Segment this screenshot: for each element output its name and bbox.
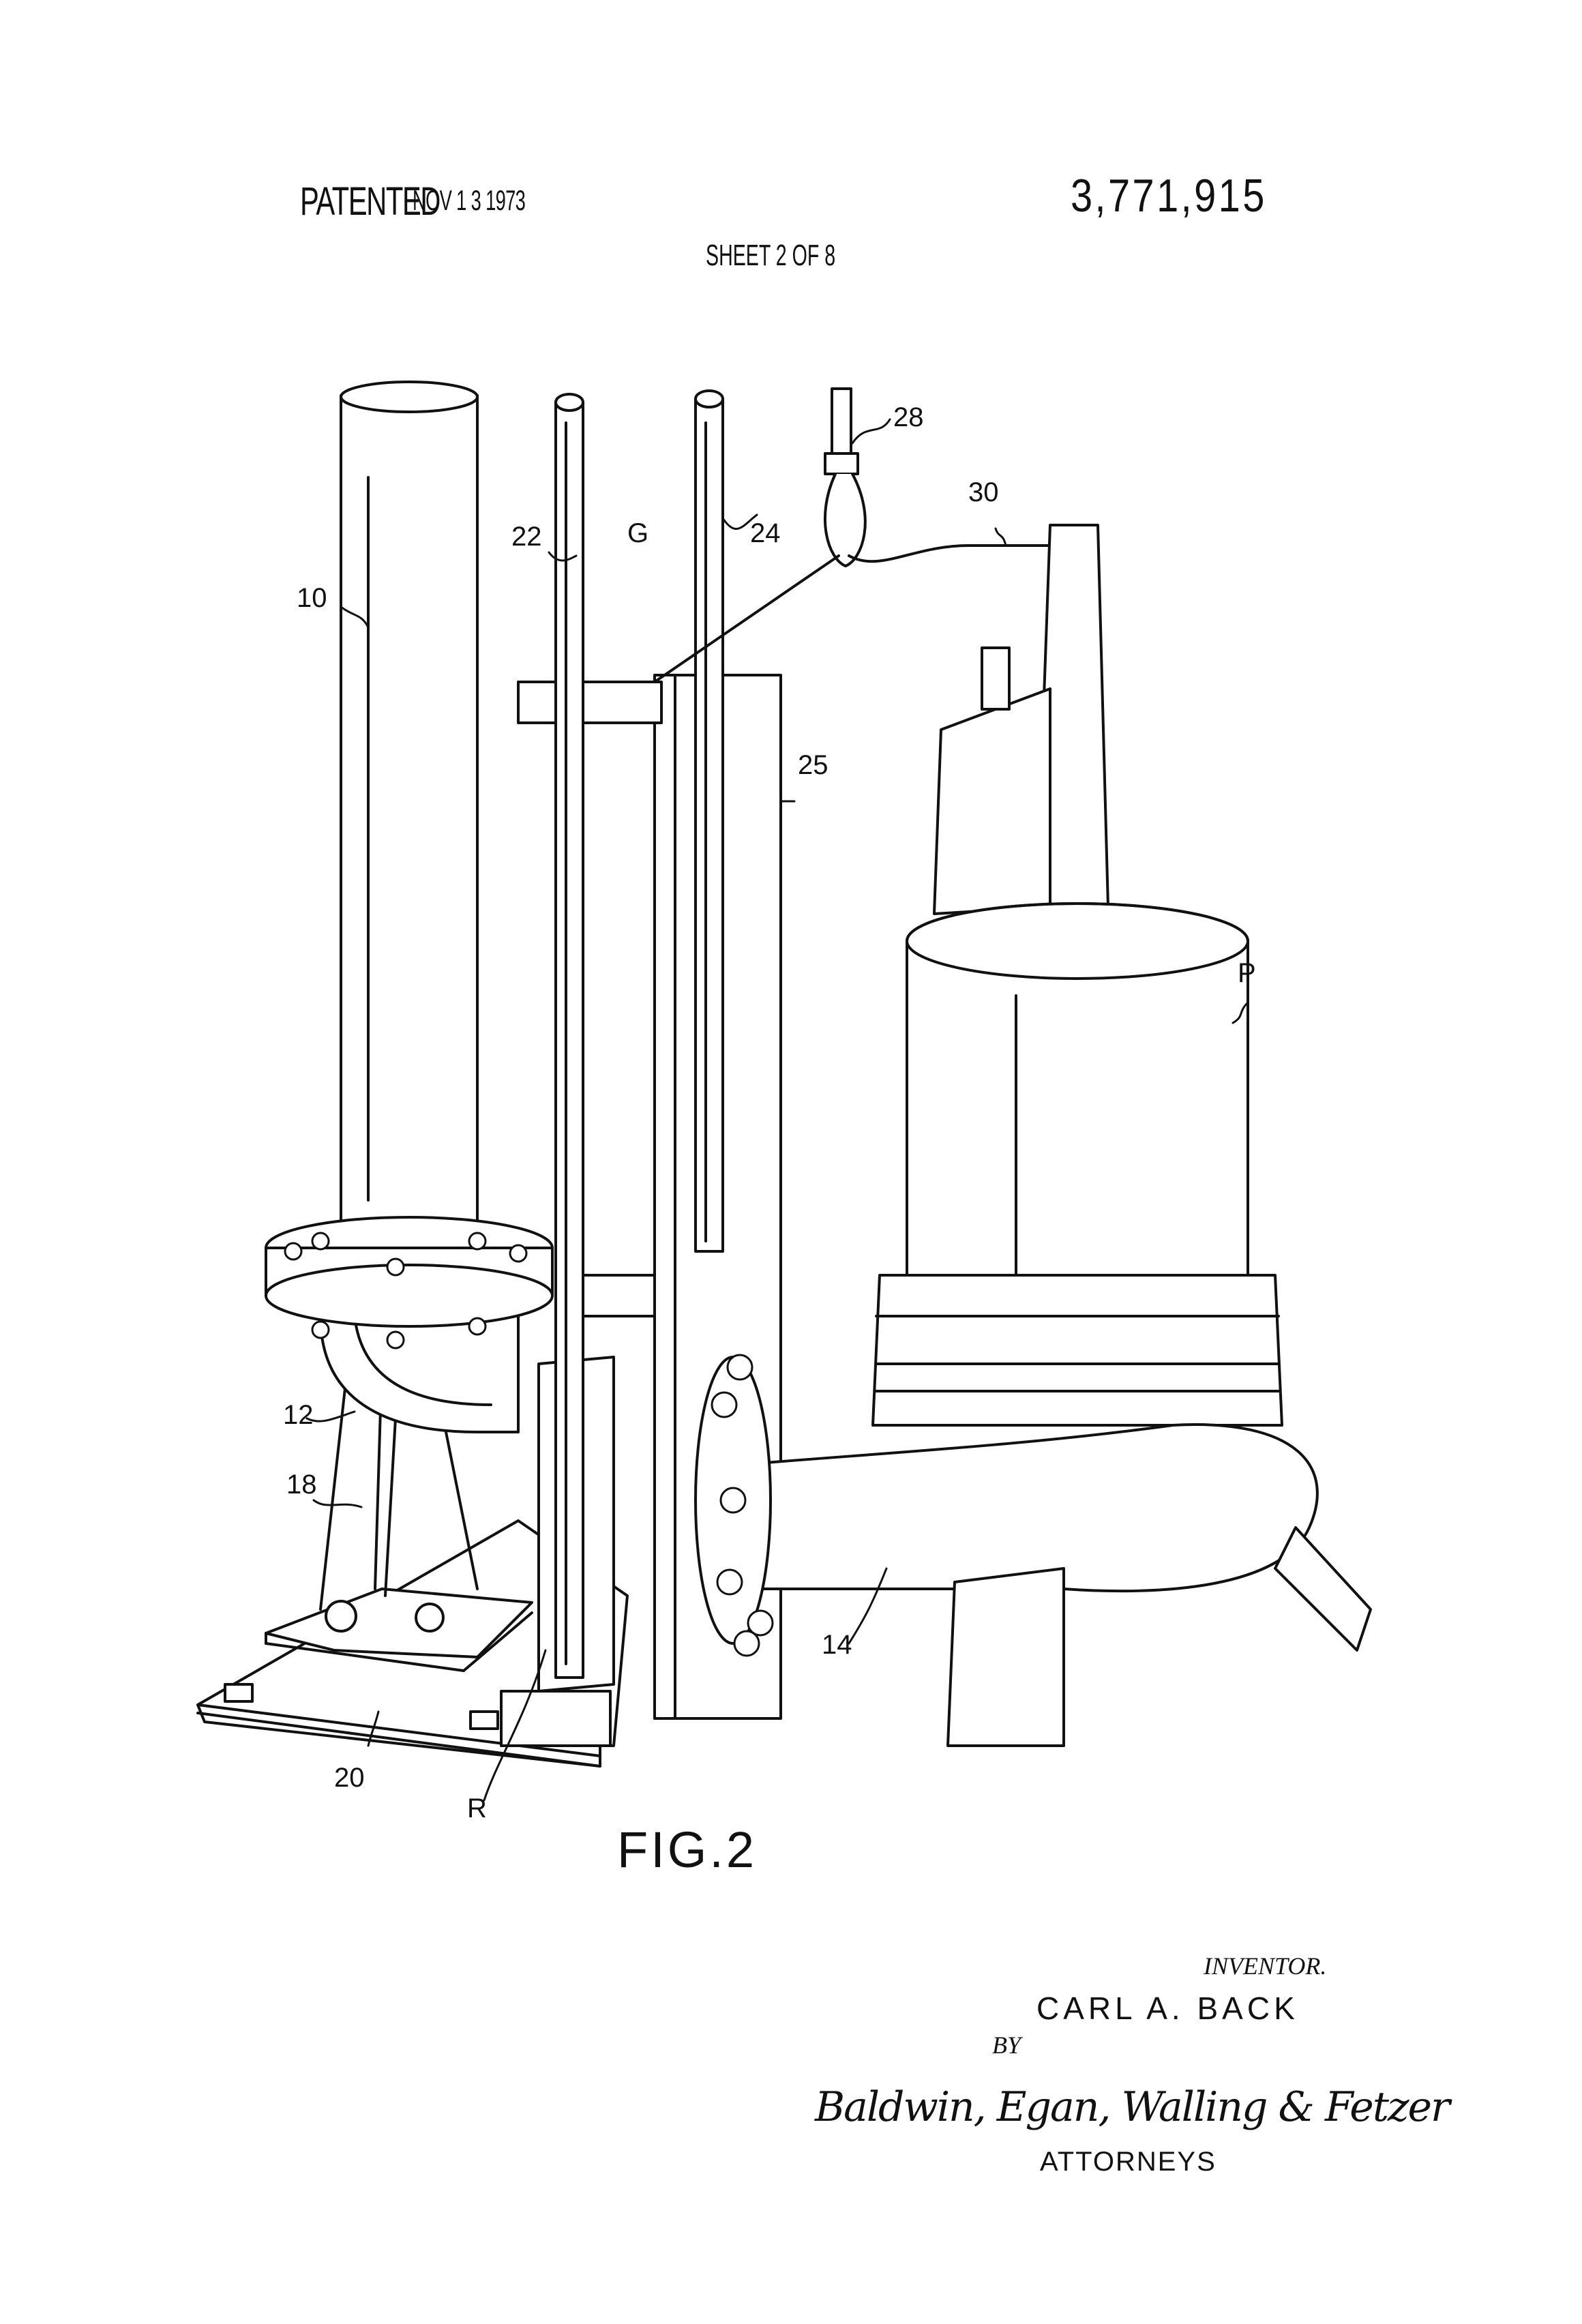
ref-label-g: G [627, 518, 648, 548]
inventor-heading: INVENTOR. [1204, 1952, 1327, 1980]
ref-label-12: 12 [283, 1400, 314, 1430]
ref-label-14: 14 [822, 1630, 852, 1660]
discharge-pipe [265, 381, 554, 1350]
lift-cable [653, 387, 1065, 683]
ref-label-22: 22 [511, 522, 542, 552]
guide-rail-24 [694, 389, 724, 1253]
pump [694, 524, 1372, 1747]
inventor-name: CARL A. BACK [1036, 1991, 1299, 2026]
patent-date: NOV 1 3 1973 [413, 184, 526, 216]
ref-label-25: 25 [798, 750, 829, 780]
elbow [319, 1315, 520, 1433]
ref-label-p: P [1238, 958, 1256, 988]
leader-lines [305, 418, 1249, 1802]
ref-label-18: 18 [286, 1470, 317, 1500]
ref-label-30: 30 [968, 477, 999, 507]
sheet-number: SHEET 2 OF 8 [706, 239, 836, 272]
attorney-signature: Baldwin, Egan, Walling & Fetzer [815, 2083, 1450, 2131]
ref-label-10: 10 [297, 583, 327, 613]
ref-label-24: 24 [750, 518, 781, 548]
ref-label-20: 20 [334, 1763, 365, 1793]
by-label: BY [992, 2031, 1021, 2059]
attorneys-label: ATTORNEYS [1040, 2147, 1217, 2177]
ref-label-28: 28 [893, 402, 924, 432]
patented-label: PATENTED [300, 179, 441, 224]
guide-rail-22 [554, 393, 584, 1679]
figure-caption: FIG.2 [617, 1821, 758, 1878]
elbow-stand [265, 1362, 533, 1672]
ref-label-r: R [467, 1793, 487, 1823]
patent-number: 3,771,915 [1071, 170, 1267, 222]
